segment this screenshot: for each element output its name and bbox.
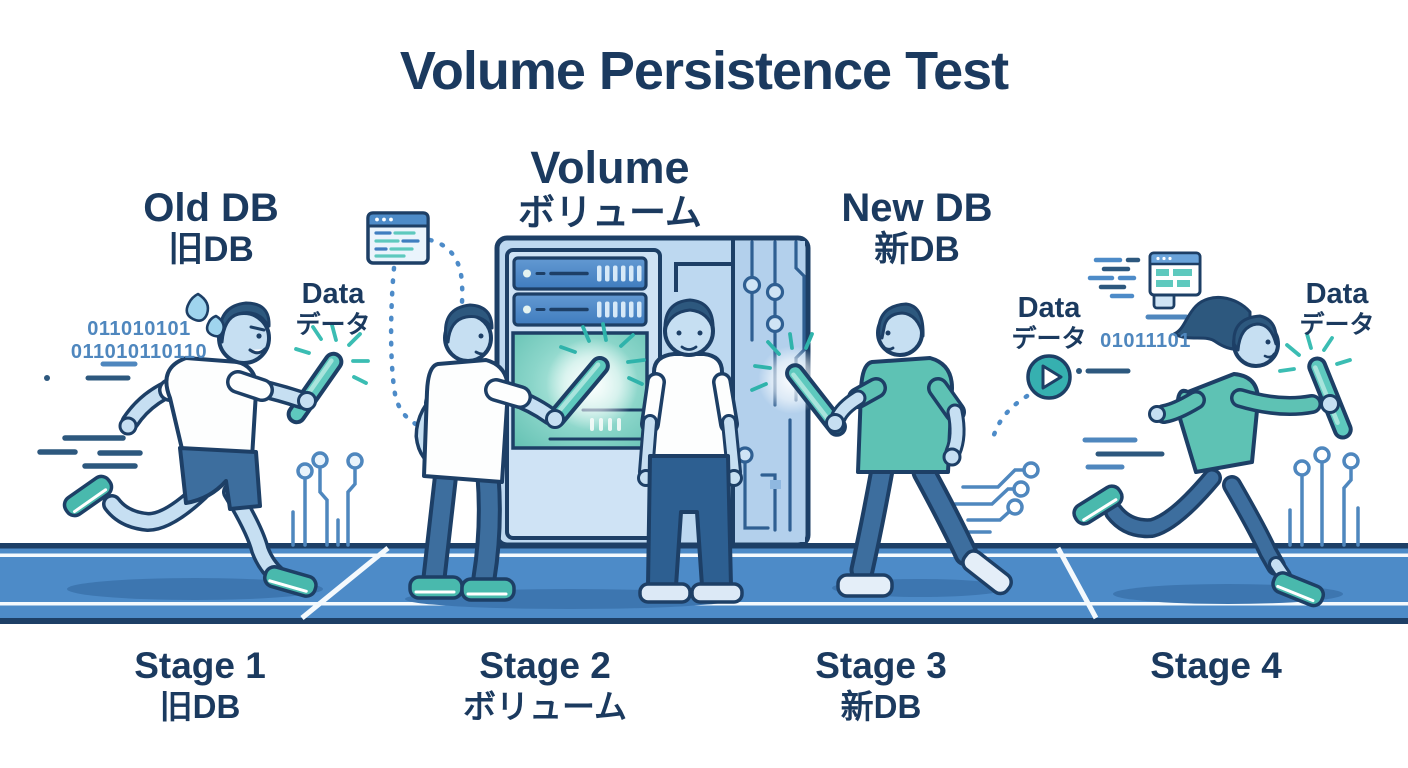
lane-line-diagonal: [300, 546, 390, 620]
stage-2-label: Stage 2 ボリューム: [462, 645, 627, 725]
server-unit: [512, 292, 648, 327]
shoe: [638, 582, 744, 604]
runner-shadow: [67, 578, 323, 600]
dashed-connector: [990, 387, 1041, 441]
data-label-2: Data データ: [1011, 292, 1087, 353]
glow-rays: [750, 332, 814, 392]
shoe: [262, 565, 318, 598]
new-db-label-en: New DB: [841, 186, 993, 230]
glow-rays: [294, 323, 370, 385]
volume-label: Volume ボリューム: [460, 144, 760, 234]
shoe: [408, 575, 516, 602]
sweat-drops: [185, 292, 225, 338]
shoe: [836, 549, 1013, 598]
stage-3-label: Stage 3 新DB: [815, 645, 947, 725]
binary-data-right: 01011101: [1100, 330, 1191, 352]
ponytail: [1172, 295, 1252, 351]
browser-window-fast-icon: [1087, 251, 1202, 310]
new-db-label: New DB 新DB: [797, 186, 1037, 270]
volume-label-ja: ボリューム: [518, 192, 702, 233]
new-db-label-ja: 新DB: [874, 230, 960, 269]
stage-4-label: Stage 4: [1150, 645, 1282, 686]
speed-lines: [1076, 314, 1189, 470]
circuit-traces-icon: [291, 451, 364, 547]
stage-1-label: Stage 1 旧DB: [134, 645, 266, 725]
old-db-label: Old DB 旧DB: [91, 186, 331, 270]
runner-4: [1072, 295, 1353, 608]
runner-3: [750, 302, 1013, 598]
play-button-icon: [1026, 354, 1072, 400]
page-title: Volume Persistence Test: [399, 41, 1009, 101]
old-db-label-ja: 旧DB: [168, 230, 254, 269]
server-unit: [512, 256, 648, 291]
glow-rays: [1278, 332, 1352, 373]
runner-2-passer: [408, 303, 646, 602]
old-db-label-en: Old DB: [143, 186, 279, 230]
data-label-1: Data データ: [295, 278, 371, 339]
lane-line-diagonal: [1055, 546, 1099, 620]
browser-window-icon: [366, 211, 430, 265]
panel-trace: [674, 262, 731, 292]
data-label-3: Data データ: [1299, 278, 1375, 339]
shoe: [62, 474, 114, 518]
shoe: [1072, 484, 1124, 526]
shoe: [1271, 571, 1326, 608]
speed-lines: [37, 361, 143, 469]
volume-label-en: Volume: [530, 142, 690, 193]
circuit-traces-icon: [1288, 446, 1360, 547]
volume-receiver: [637, 298, 744, 604]
binary-data-left: 011010101 011010110110: [70, 318, 208, 363]
glow-rays: [559, 322, 646, 386]
runner-1: [62, 292, 370, 598]
